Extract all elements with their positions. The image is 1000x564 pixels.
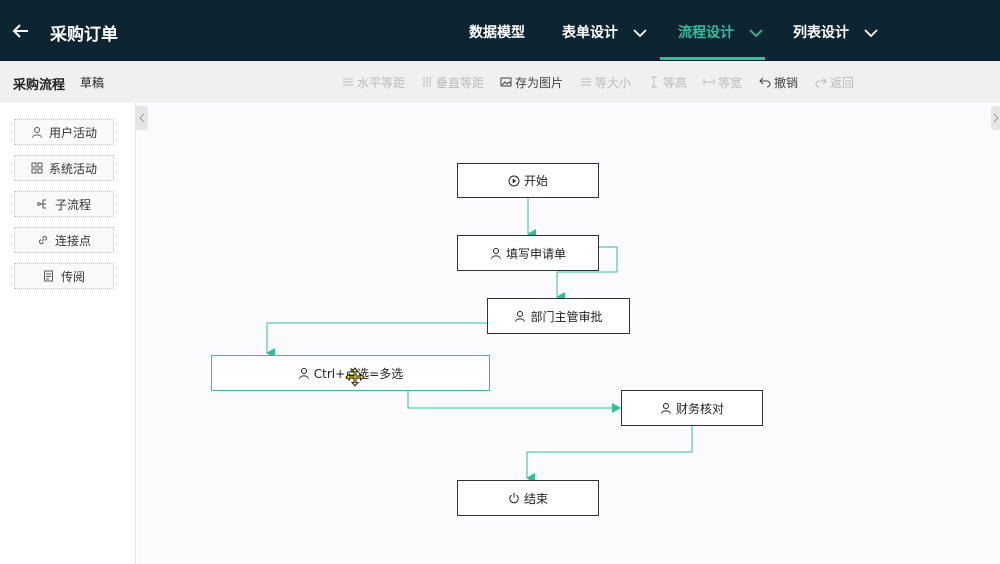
vertical-spacing-icon bbox=[423, 77, 431, 87]
tool-label: 等宽 bbox=[718, 76, 743, 90]
toolbar bbox=[0, 61, 1000, 103]
chevron-right-icon bbox=[993, 113, 999, 123]
link-icon bbox=[38, 235, 48, 245]
align-vertical-button[interactable]: 垂直等距 bbox=[421, 74, 484, 91]
user-icon bbox=[490, 248, 501, 259]
node-label: Ctrl+点选=多选 bbox=[313, 366, 404, 381]
tool-label: 存为图片 bbox=[515, 76, 564, 90]
palette-user-activity[interactable]: 用户活动 bbox=[14, 119, 114, 145]
tab-data-model[interactable]: 数据模型 bbox=[469, 22, 525, 42]
chevron-down-icon bbox=[633, 29, 647, 38]
chevron-left-icon bbox=[139, 113, 145, 123]
node-label: 部门主管审批 bbox=[530, 309, 603, 324]
same-height-icon bbox=[651, 76, 657, 88]
subflow-icon bbox=[37, 199, 46, 209]
undo-button[interactable]: 撤销 bbox=[759, 74, 798, 91]
play-icon bbox=[508, 175, 520, 186]
same-width-button[interactable]: 等宽 bbox=[703, 74, 742, 91]
tool-label: 撤销 bbox=[774, 76, 799, 90]
back-arrow-icon[interactable] bbox=[10, 20, 32, 42]
flow-name: 采购流程 bbox=[13, 78, 66, 93]
node-label: 填写申请单 bbox=[505, 246, 566, 261]
tool-label: 返回 bbox=[830, 76, 855, 90]
palette-label: 系统活动 bbox=[48, 161, 97, 176]
tool-label: 水平等距 bbox=[357, 76, 406, 90]
flow-status: 草稿 bbox=[80, 76, 105, 90]
node-start[interactable]: 开始 bbox=[457, 163, 599, 198]
power-icon bbox=[509, 492, 519, 504]
active-tab-indicator bbox=[660, 57, 765, 60]
tab-list-design[interactable]: 列表设计 bbox=[793, 22, 878, 42]
node-fill-form[interactable]: 填写申请单 bbox=[457, 235, 599, 271]
redo-icon bbox=[815, 77, 827, 88]
palette-label: 传阅 bbox=[60, 269, 85, 284]
node-selected[interactable]: Ctrl+点选=多选 bbox=[211, 355, 490, 391]
tab-label: 表单设计 bbox=[562, 25, 618, 41]
node-finance-check[interactable]: 财务核对 bbox=[621, 390, 763, 426]
palette-system-activity[interactable]: 系统活动 bbox=[14, 155, 114, 181]
same-width-icon bbox=[703, 79, 715, 85]
move-cursor-icon bbox=[345, 367, 365, 387]
save-image-button[interactable]: 存为图片 bbox=[500, 74, 563, 91]
tool-label: 垂直等距 bbox=[436, 76, 485, 90]
image-icon bbox=[500, 77, 512, 87]
same-size-button[interactable]: 等大小 bbox=[580, 74, 631, 91]
node-label: 财务核对 bbox=[675, 401, 724, 416]
redo-button[interactable]: 返回 bbox=[815, 74, 854, 91]
node-label: 开始 bbox=[523, 174, 548, 188]
user-icon bbox=[31, 127, 42, 138]
palette-label: 子流程 bbox=[54, 197, 91, 212]
user-icon bbox=[298, 368, 309, 379]
tab-flow-design[interactable]: 流程设计 bbox=[678, 22, 763, 42]
tab-label: 流程设计 bbox=[678, 25, 734, 41]
horizontal-spacing-icon bbox=[343, 78, 353, 86]
same-size-icon bbox=[581, 78, 591, 86]
collapse-left-panel-button[interactable] bbox=[136, 106, 148, 130]
user-icon bbox=[660, 403, 671, 414]
node-manager-approval[interactable]: 部门主管审批 bbox=[487, 298, 630, 334]
node-label: 结束 bbox=[523, 491, 548, 506]
node-end[interactable]: 结束 bbox=[457, 480, 599, 516]
chevron-down-icon bbox=[749, 29, 763, 38]
circulate-icon bbox=[43, 270, 53, 282]
palette-subflow[interactable]: 子流程 bbox=[14, 191, 114, 217]
chevron-down-icon bbox=[864, 29, 878, 38]
palette-connection-point[interactable]: 连接点 bbox=[14, 227, 114, 253]
palette-label: 连接点 bbox=[54, 233, 91, 248]
user-icon bbox=[515, 311, 526, 322]
tool-label: 等高 bbox=[663, 76, 688, 90]
tab-form-design[interactable]: 表单设计 bbox=[562, 22, 647, 42]
palette-circulate[interactable]: 传阅 bbox=[14, 263, 114, 289]
same-height-button[interactable]: 等高 bbox=[648, 74, 687, 91]
tool-label: 等大小 bbox=[595, 76, 632, 90]
top-header: 采购订单 数据模型 表单设计 流程设计 列表设计 bbox=[0, 0, 1000, 61]
tab-label: 列表设计 bbox=[793, 25, 849, 41]
collapse-right-panel-button[interactable] bbox=[991, 106, 1000, 130]
palette-label: 用户活动 bbox=[48, 125, 97, 140]
tab-label: 数据模型 bbox=[469, 25, 525, 41]
grid-icon bbox=[31, 162, 43, 174]
undo-icon bbox=[759, 77, 771, 88]
page-title: 采购订单 bbox=[50, 25, 118, 45]
align-horizontal-button[interactable]: 水平等距 bbox=[342, 74, 405, 91]
